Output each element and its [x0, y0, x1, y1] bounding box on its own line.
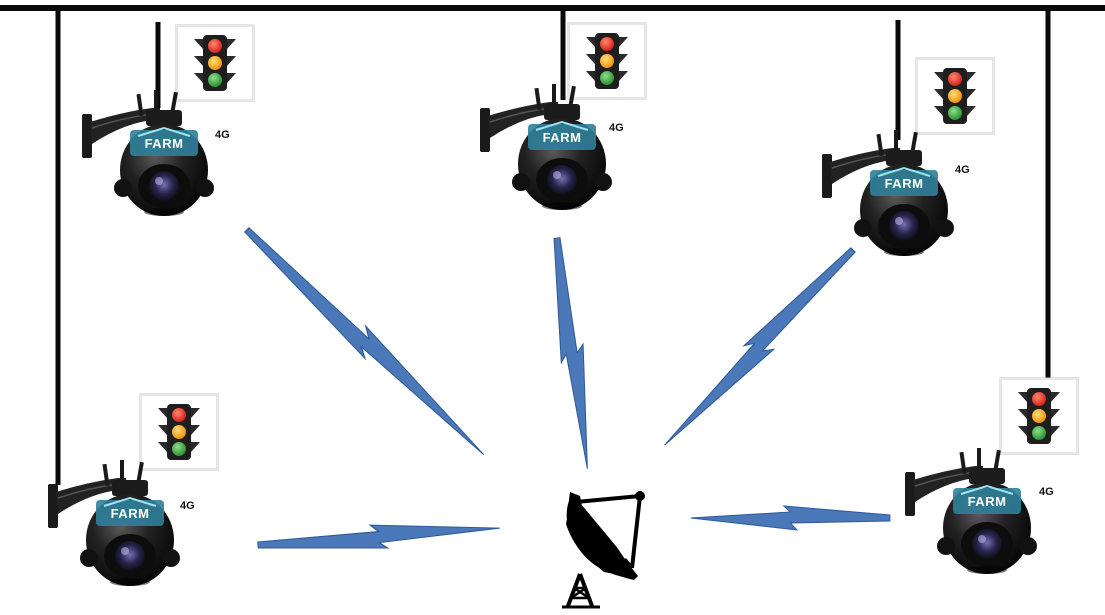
camera-brand: FARM	[145, 136, 184, 151]
camera-brand: FARM	[885, 176, 924, 191]
satellite-dish-icon	[562, 491, 645, 607]
ptz-camera-icon	[905, 448, 1037, 574]
camera-1: FARM 4G	[82, 90, 230, 216]
camera-3: FARM 4G	[822, 130, 970, 256]
camera-brand: FARM	[968, 494, 1007, 509]
camera-5: FARM 4G	[905, 448, 1054, 574]
signal-bolt-1	[239, 221, 492, 463]
camera-brand: FARM	[543, 130, 582, 145]
signal-bolt-3	[656, 242, 862, 454]
traffic-light-icon	[1000, 378, 1078, 454]
signal-bolt-5	[691, 506, 890, 530]
network-label: 4G	[955, 164, 970, 176]
network-label: 4G	[180, 500, 195, 512]
signal-bolts	[239, 221, 890, 557]
camera-2: FARM 4G	[480, 84, 624, 210]
network-label: 4G	[609, 122, 624, 134]
traffic-light-icon	[916, 58, 994, 134]
camera-4: FARM 4G	[48, 460, 195, 586]
signal-bolt-2	[545, 236, 599, 470]
ptz-camera-icon	[480, 84, 612, 210]
traffic-light-icon	[568, 23, 646, 99]
traffic-light-icon	[140, 394, 218, 470]
network-label: 4G	[1039, 486, 1054, 498]
camera-brand: FARM	[111, 506, 150, 521]
ptz-camera-icon	[82, 90, 214, 216]
traffic-light-icon	[176, 25, 254, 101]
signal-bolt-4	[257, 516, 500, 557]
ptz-camera-icon	[822, 130, 954, 256]
ptz-camera-icon	[48, 460, 180, 586]
traffic-light-signs	[140, 23, 1078, 470]
network-label: 4G	[215, 129, 230, 141]
